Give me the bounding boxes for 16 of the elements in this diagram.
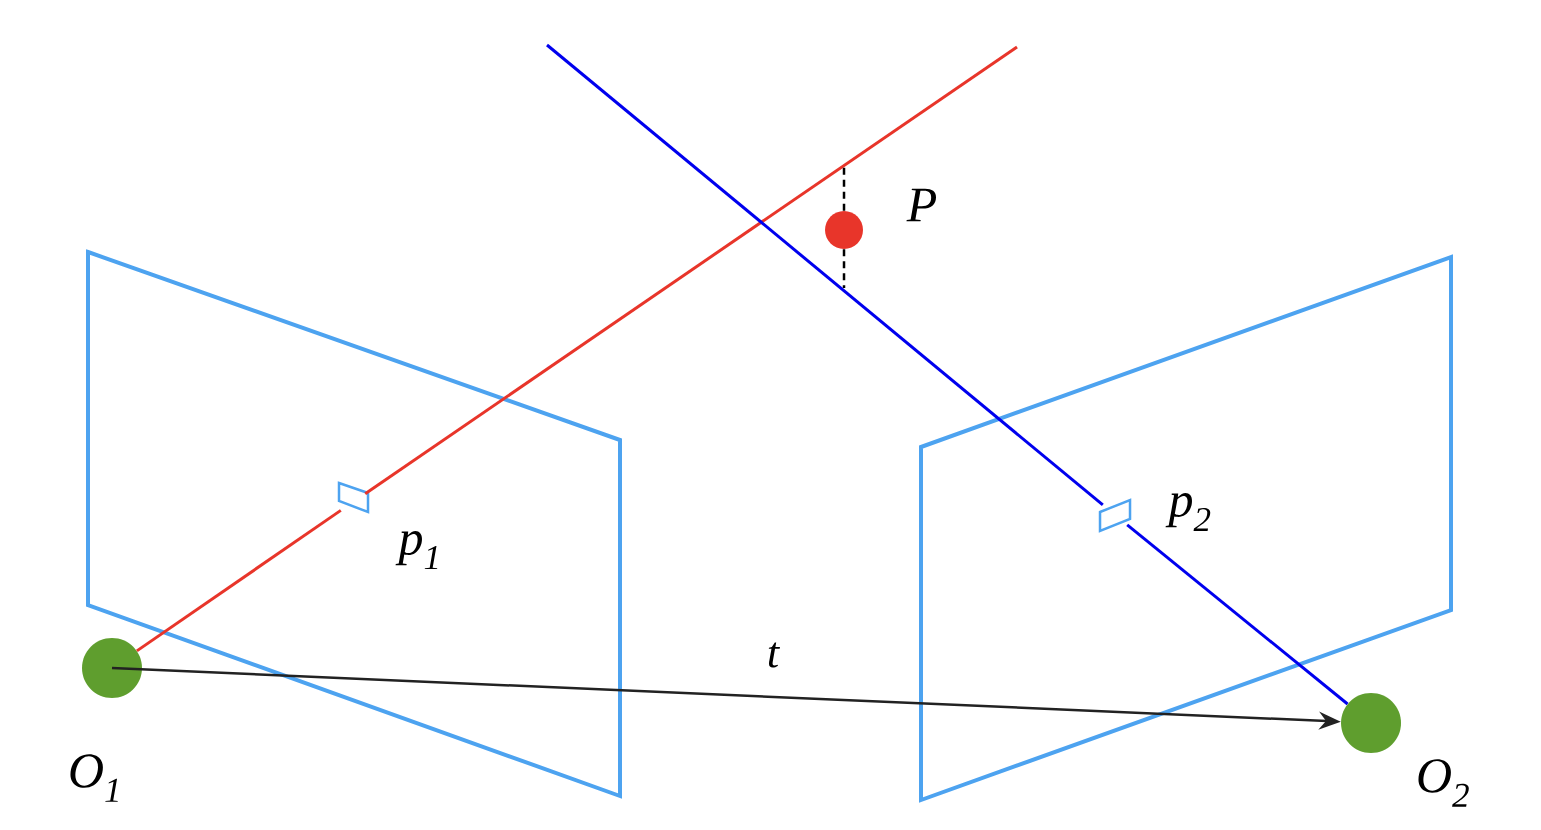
point-dot [825, 211, 863, 249]
distance-line [842, 249, 846, 288]
camera-center-dot [82, 638, 142, 698]
projection-ray [546, 43, 1104, 507]
pixel-box [1098, 498, 1132, 533]
edge-label: t [768, 642, 780, 668]
pixel-box [337, 481, 370, 514]
point-label: p$_{2}$ [1165, 492, 1211, 532]
projection-ray [364, 45, 1018, 495]
projection-ray [1126, 523, 1349, 706]
projection-ray [136, 509, 342, 653]
point-label: P [906, 188, 936, 222]
point-label: O$_{1}$ [70, 754, 118, 802]
camera-center-dot [1341, 693, 1401, 753]
point-label: p$_{1}$ [395, 530, 438, 570]
point-label: O$_{2}$ [1418, 759, 1469, 807]
